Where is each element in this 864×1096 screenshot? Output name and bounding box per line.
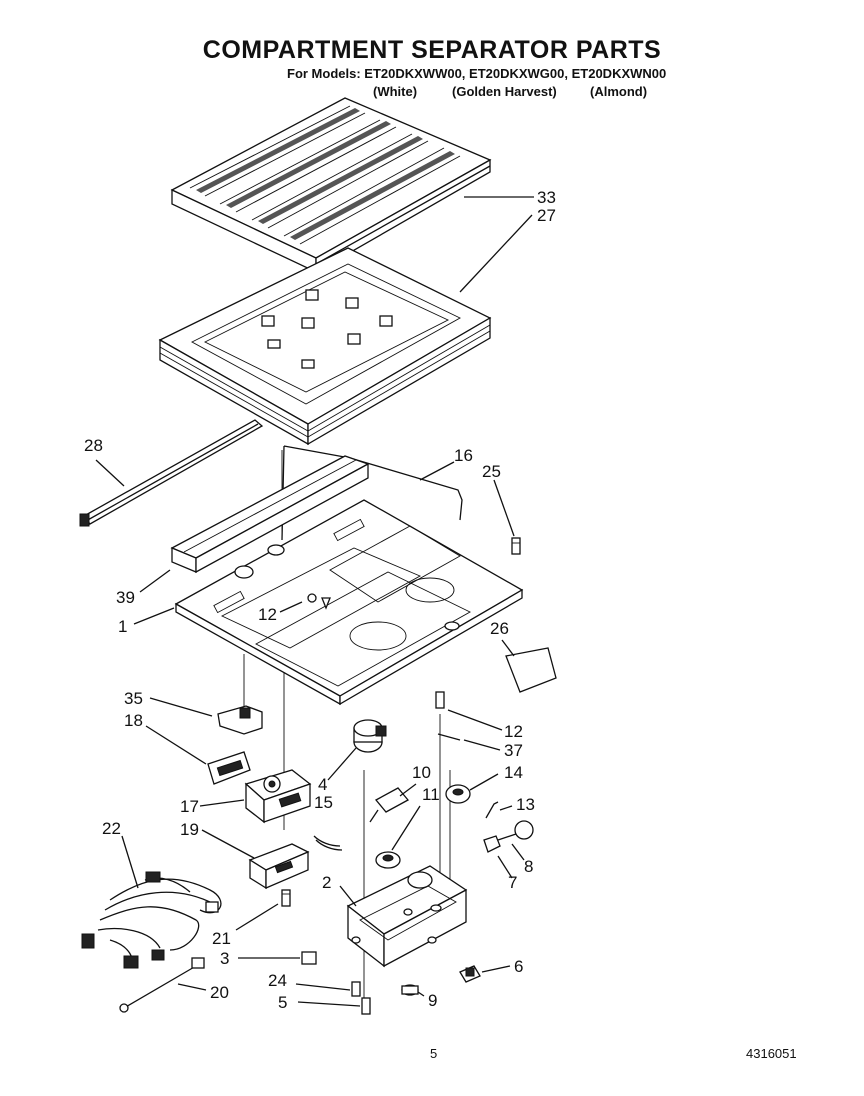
callout-9: 9 (428, 991, 437, 1010)
control-knob-part (217, 705, 263, 735)
cap-part (401, 984, 419, 996)
bezel-part (207, 751, 251, 785)
callout-4: 4 (318, 775, 327, 794)
page-number: 5 (430, 1046, 438, 1061)
callout-3: 3 (220, 949, 229, 968)
wheel-part (445, 784, 471, 804)
grommet-part (459, 965, 481, 983)
callout-24: 24 (268, 971, 287, 990)
callout-2: 2 (322, 873, 331, 892)
pin-part (485, 801, 499, 819)
callout-1: 1 (118, 617, 127, 636)
callout-37: 37 (504, 741, 523, 760)
screw-25 (511, 537, 521, 555)
lamp-socket-part (483, 820, 534, 853)
callout-8: 8 (524, 857, 533, 876)
document-number: 4316051 (746, 1046, 797, 1061)
callout-labels: 33 27 28 16 25 39 12 1 26 35 18 12 37 4 … (84, 188, 556, 1012)
leader-lines (95, 196, 534, 1007)
callout-15: 15 (314, 793, 333, 812)
compartment-frame-part (158, 247, 492, 446)
callout-6: 6 (514, 957, 523, 976)
finish-white: (White) (373, 84, 418, 99)
separator-pan-part (174, 499, 524, 706)
screw-12-upper (307, 593, 317, 603)
finish-almond: (Almond) (590, 84, 648, 99)
clip-37 (437, 733, 461, 741)
clip-3 (301, 951, 317, 965)
callout-20: 20 (210, 983, 229, 1002)
callout-22: 22 (102, 819, 121, 838)
screw-12-lower (435, 691, 445, 709)
callout-27: 27 (537, 206, 556, 225)
callout-39: 39 (116, 588, 135, 607)
clip (321, 597, 331, 610)
tube-part (313, 835, 341, 847)
callout-7: 7 (508, 873, 517, 892)
screw-24 (351, 981, 361, 997)
callout-11: 11 (422, 785, 440, 804)
insulation-part (505, 647, 557, 693)
wiring-harness-part (81, 871, 222, 969)
callout-18: 18 (124, 711, 143, 730)
callout-19: 19 (180, 820, 199, 839)
screw-5 (361, 997, 371, 1015)
callout-17: 17 (180, 797, 199, 816)
callout-10: 10 (412, 763, 431, 782)
control-box-part (244, 769, 312, 824)
sensor-probe-part (119, 957, 205, 1013)
housing-part (346, 865, 468, 968)
callout-12-lower: 12 (504, 722, 523, 741)
callout-12-upper: 12 (258, 605, 277, 624)
callout-33: 33 (537, 188, 556, 207)
callout-16: 16 (454, 446, 473, 465)
callout-26: 26 (490, 619, 509, 638)
channel-part (170, 455, 370, 574)
callout-25: 25 (482, 462, 501, 481)
thermostat-part (369, 787, 410, 869)
callout-14: 14 (504, 763, 523, 782)
models-line: For Models: ET20DKXWW00, ET20DKXWG00, ET… (287, 66, 667, 81)
callout-28: 28 (84, 436, 103, 455)
screw-21 (281, 889, 291, 907)
bracket-part (248, 843, 310, 890)
finish-golden-harvest: (Golden Harvest) (452, 84, 557, 99)
callout-13: 13 (516, 795, 535, 814)
callout-5: 5 (278, 993, 287, 1012)
damper-motor-part (353, 719, 387, 753)
trim-strip-part (79, 419, 264, 527)
shelf-grille-part (170, 97, 492, 274)
callout-21: 21 (212, 929, 231, 948)
callout-35: 35 (124, 689, 143, 708)
page-title: COMPARTMENT SEPARATOR PARTS (202, 36, 662, 64)
